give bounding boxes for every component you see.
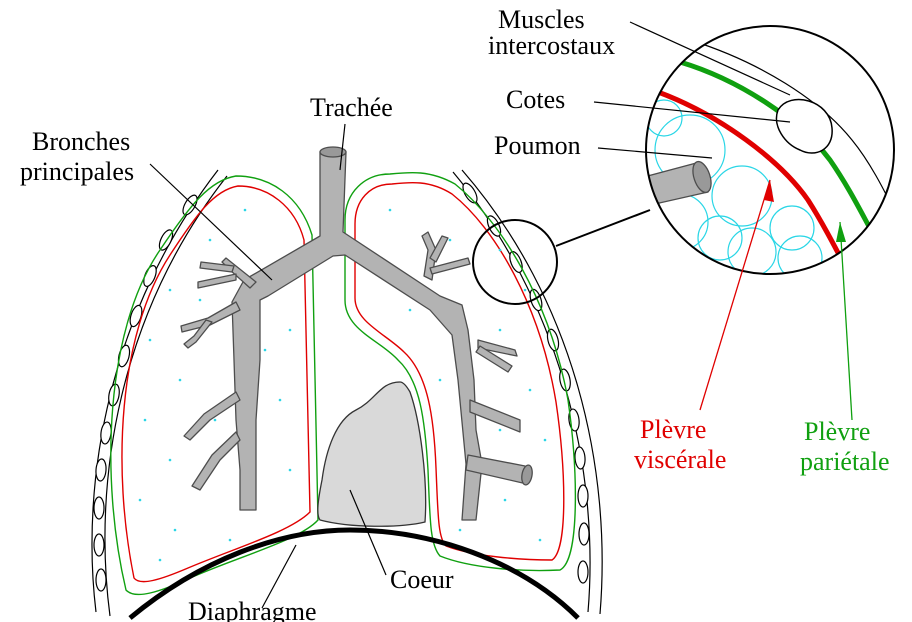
leader-muscles bbox=[630, 22, 790, 95]
visceral-pleura-left bbox=[122, 186, 310, 582]
label-poumon: Poumon bbox=[494, 131, 581, 160]
label-plevre-viscerale-line2: viscérale bbox=[634, 445, 726, 474]
label-bronches-line2: principales bbox=[20, 157, 134, 186]
label-muscles-line1: Muscles bbox=[498, 5, 585, 34]
rib bbox=[94, 497, 104, 519]
magnify-connector bbox=[556, 210, 650, 246]
rib bbox=[574, 447, 586, 470]
label-muscles-line2: intercostaux bbox=[488, 31, 615, 60]
leader-plevre-viscerale bbox=[700, 180, 770, 410]
label-plevre-parietale-line2: pariétale bbox=[800, 447, 890, 476]
leader-plevre-parietale bbox=[840, 222, 852, 420]
rib bbox=[460, 181, 480, 205]
rib bbox=[578, 561, 588, 583]
rib bbox=[96, 569, 106, 591]
label-plevre-viscerale-line1: Plèvre bbox=[640, 415, 706, 444]
alveolus bbox=[698, 216, 742, 260]
alveolus bbox=[712, 166, 772, 226]
zoom-rib bbox=[777, 100, 833, 154]
left-lowest-branch bbox=[192, 432, 240, 490]
label-cotes: Cotes bbox=[506, 85, 565, 114]
left-mid-branch bbox=[181, 302, 240, 332]
label-coeur: Coeur bbox=[390, 565, 454, 594]
zoom-detail bbox=[640, 26, 894, 280]
label-trachee: Trachée bbox=[310, 93, 393, 122]
label-diaphragme: Diaphragme bbox=[188, 597, 317, 622]
rib bbox=[579, 523, 589, 545]
left-upper-branch-b bbox=[198, 274, 236, 288]
left-low-branch bbox=[184, 392, 240, 440]
rib bbox=[578, 485, 588, 507]
left-ribs bbox=[94, 193, 200, 591]
parietal-pleura-left bbox=[111, 176, 318, 594]
rib bbox=[94, 534, 104, 556]
label-plevre-parietale-line1: Plèvre bbox=[804, 417, 870, 446]
alveolus bbox=[770, 206, 814, 250]
left-upper-branch bbox=[222, 258, 256, 288]
arrowhead-plevre-parietale bbox=[836, 222, 846, 242]
zoom-parietal-pleura bbox=[680, 62, 872, 232]
heart bbox=[318, 382, 426, 526]
label-bronches-line1: Bronches bbox=[32, 127, 130, 156]
rib bbox=[180, 193, 200, 217]
right-low-branch bbox=[470, 400, 520, 432]
rib bbox=[558, 368, 572, 391]
